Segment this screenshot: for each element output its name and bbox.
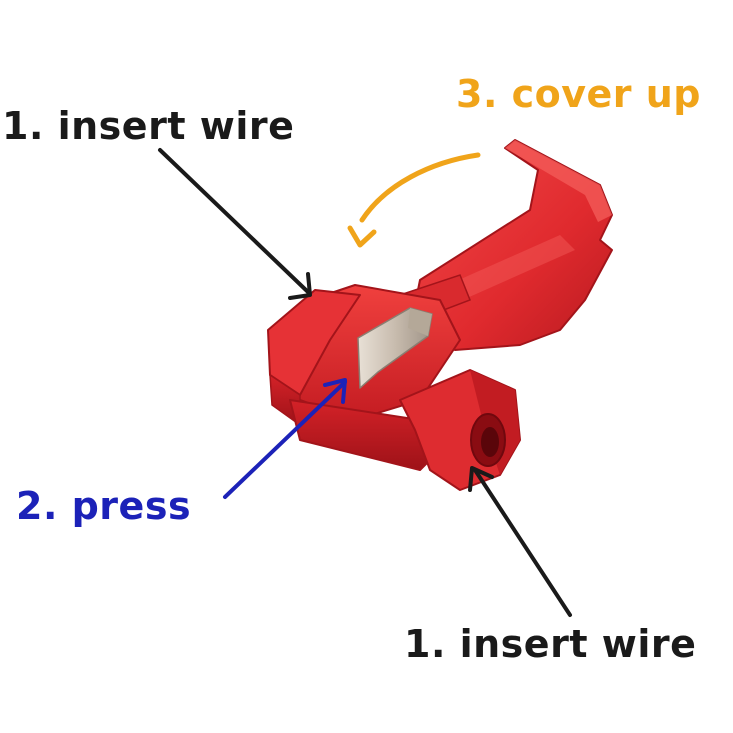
insert-wire-top-arrowhead xyxy=(288,272,312,300)
press-arrowhead xyxy=(323,378,347,404)
press-label: 2. press xyxy=(16,484,192,528)
red-quick-splice-connector-icon xyxy=(267,139,613,491)
cover-up-label: 3. cover up xyxy=(456,72,702,116)
insert-wire-bottom-arrowhead xyxy=(468,466,494,492)
metal-blade-icon xyxy=(357,307,433,389)
cover-up-arrowhead xyxy=(347,225,377,248)
insert-wire-bottom-arrow xyxy=(473,468,572,617)
insert-wire-label-bottom: 1. insert wire xyxy=(404,622,697,666)
insert-wire-top-arrow xyxy=(158,148,310,294)
insert-wire-label-top: 1. insert wire xyxy=(2,104,295,148)
press-arrow xyxy=(223,380,347,499)
cover-up-arrow xyxy=(359,152,481,223)
